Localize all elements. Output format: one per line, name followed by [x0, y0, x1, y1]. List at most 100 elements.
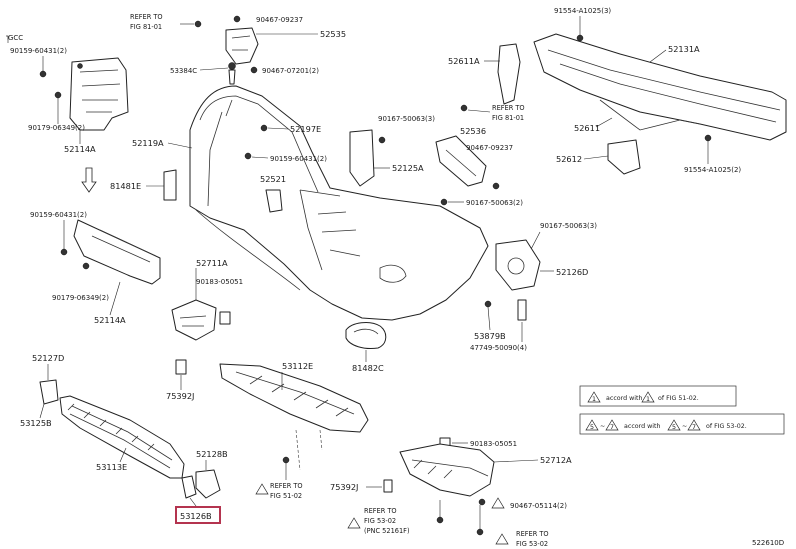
legend-box-2 — [579, 413, 785, 435]
part-label-47749-50090[interactable]: 47749-50090(4) — [470, 344, 527, 352]
part-label-81481e[interactable]: 81481E — [110, 181, 141, 191]
part-label-91554-a1025-3[interactable]: 91554-A1025(3) — [554, 7, 611, 15]
part-label-90159-60431-a[interactable]: 90159-60431(2) — [10, 47, 67, 55]
refer-fig-51-02-line1[interactable]: REFER TO — [270, 482, 303, 490]
bracket-52535 — [225, 27, 259, 65]
bumper-cover-group: 52119A 53384C 90467-07201(2) 52197E 9015… — [110, 62, 489, 321]
part-label-90179-06349-a[interactable]: 90179-06349(2) — [28, 124, 85, 132]
legend-2-num-d: 7 — [692, 424, 696, 431]
fog-bezel-group: 81482C — [345, 322, 387, 373]
part-label-53879b[interactable]: 53879B — [474, 331, 506, 341]
bracket-52128b — [195, 469, 221, 499]
part-label-90183-05051-a[interactable]: 90183-05051 — [196, 278, 243, 286]
bracket-52611a — [497, 43, 521, 105]
refer-fig-53-02-b-line1[interactable]: REFER TO — [516, 530, 549, 538]
refer-fig-81-01-mid-line1[interactable]: REFER TO — [492, 104, 525, 112]
part-label-90467-09237-mid[interactable]: 90467-09237 — [466, 144, 513, 152]
refer-fig-81-01-top-line2[interactable]: FIG 81-01 — [130, 23, 162, 31]
legend-2-tilde-b: ~ — [682, 423, 687, 430]
refer-fig-53-02-a-line1[interactable]: REFER TO — [364, 507, 397, 515]
part-label-53126b[interactable]: 53126B — [180, 511, 212, 521]
part-label-75392j-a[interactable]: 75392J — [166, 391, 194, 401]
legend-2-text: accord with — [624, 423, 660, 430]
part-label-52119a[interactable]: 52119A — [132, 138, 164, 148]
bracket-52125a — [349, 129, 375, 187]
center-brackets-group: 52611A REFER TO FIG 81-01 90167-50063(3)… — [349, 43, 525, 207]
part-label-52126d[interactable]: 52126D — [556, 267, 588, 277]
part-label-53113e[interactable]: 53113E — [96, 462, 127, 472]
fog-bezel-81482c — [345, 322, 387, 349]
legend-2-num-c: 5 — [672, 424, 676, 431]
gcc-group: GCC 90159-60431(2) 90179-06349(2) 52114A… — [6, 34, 161, 325]
refer-fig-51-02-line2[interactable]: FIG 51-02 — [270, 492, 302, 500]
part-label-52611a[interactable]: 52611A — [448, 56, 480, 66]
diagram-id: 522610D — [752, 539, 784, 547]
down-arrow-icon — [81, 167, 97, 193]
part-label-90159-60431-c[interactable]: 90159-60431(2) — [30, 211, 87, 219]
bolt-icon — [250, 66, 258, 74]
part-label-81482c[interactable]: 81482C — [352, 363, 384, 373]
part-label-90467-05114[interactable]: 90467-05114(2) — [510, 502, 567, 510]
part-label-52197e[interactable]: 52197E — [290, 124, 321, 134]
bracket-52535-group: REFER TO FIG 81-01 90467-09237 52535 — [130, 13, 346, 65]
legend-2-num-b: 7 — [610, 424, 614, 431]
lower-spoiler-group: 52711A 90183-05051 53112E 75392J — [166, 258, 369, 471]
part-label-52114a-bottom[interactable]: 52114A — [94, 315, 126, 325]
bracket-52612 — [607, 139, 641, 175]
legend-1-ref: of FIG 51-02. — [658, 395, 699, 402]
refer-fig-81-01-mid-line2[interactable]: FIG 81-01 — [492, 114, 524, 122]
part-label-90179-06349-b[interactable]: 90179-06349(2) — [52, 294, 109, 302]
absorber-53112e — [219, 363, 369, 433]
part-label-52114a-top[interactable]: 52114A — [64, 144, 96, 154]
part-label-52128b[interactable]: 52128B — [196, 449, 228, 459]
refer-fig-81-01-top-line1[interactable]: REFER TO — [130, 13, 163, 21]
part-label-52711a[interactable]: 52711A — [196, 258, 228, 268]
part-label-52521[interactable]: 52521 — [260, 174, 286, 184]
part-label-53384c[interactable]: 53384C — [170, 67, 197, 75]
cover-53126b-group: 52128B 53126B — [175, 449, 228, 524]
part-label-52712a[interactable]: 52712A — [540, 455, 572, 465]
spoiler-52712a — [399, 443, 495, 497]
part-label-52611[interactable]: 52611 — [574, 123, 600, 133]
spoiler-52712a-group: 90183-05051 52712A 75392J 90467-05114(2)… — [330, 437, 572, 548]
part-label-52131a[interactable]: 52131A — [668, 44, 700, 54]
refer-fig-53-02-a-line2[interactable]: FIG 53-02 — [364, 517, 396, 525]
license-bracket-upper — [69, 57, 129, 131]
part-label-90167-50063-2[interactable]: 90167-50063(2) — [466, 199, 523, 207]
part-label-90183-05051-b[interactable]: 90183-05051 — [470, 440, 517, 448]
bracket-52711a — [171, 299, 217, 341]
part-label-90467-09237-top[interactable]: 90467-09237 — [256, 16, 303, 24]
bumper-cover — [189, 85, 489, 321]
part-label-75392j-b[interactable]: 75392J — [330, 482, 358, 492]
part-label-52535[interactable]: 52535 — [320, 29, 346, 39]
bolt-icon — [54, 91, 62, 124]
part-label-90159-60431-b[interactable]: 90159-60431(2) — [270, 155, 327, 163]
highlight-box-53126b — [175, 506, 221, 524]
license-bracket-lower — [73, 219, 161, 285]
reinforcement-group: 91554-A1025(3) 52131A 52611 52612 91554-… — [533, 7, 787, 175]
bracket-81481e — [163, 169, 177, 201]
part-label-52127d[interactable]: 52127D — [32, 353, 64, 363]
part-label-53125b[interactable]: 53125B — [20, 418, 52, 428]
bolt-icon — [244, 152, 252, 160]
legend-2-num-a: 5 — [590, 424, 594, 431]
part-label-91554-a1025-2[interactable]: 91554-A1025(2) — [684, 166, 741, 174]
part-label-90167-50063-3a[interactable]: 90167-50063(3) — [378, 115, 435, 123]
part-label-90467-07201[interactable]: 90467-07201(2) — [262, 67, 319, 75]
gcc-label: GCC — [8, 34, 23, 42]
part-label-52125a[interactable]: 52125A — [392, 163, 424, 173]
part-label-53112e[interactable]: 53112E — [282, 361, 313, 371]
clip-icon — [228, 62, 236, 85]
refer-fig-53-02-a-line3[interactable]: (PNC 52161F) — [364, 527, 410, 535]
part-label-90167-50063-3b[interactable]: 90167-50063(3) — [540, 222, 597, 230]
legend-1-num-b: 1 — [646, 396, 650, 403]
part-label-52612[interactable]: 52612 — [556, 154, 582, 164]
bolt-icon — [39, 56, 47, 78]
refer-fig-53-02-b-line2[interactable]: FIG 53-02 — [516, 540, 548, 548]
legend-1-num-a: 1 — [592, 396, 596, 403]
clip-icon — [260, 124, 268, 132]
legend-1-text: accord with — [606, 395, 642, 402]
part-label-52536[interactable]: 52536 — [460, 126, 486, 136]
legend-2-tilde-a: ~ — [600, 423, 605, 430]
